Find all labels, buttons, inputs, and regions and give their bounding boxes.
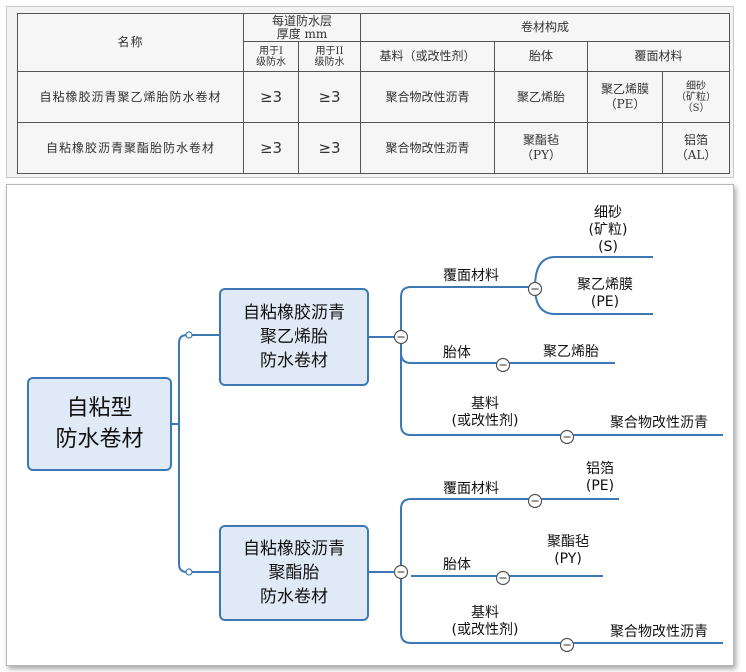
- row2-name: 自粘橡胶沥青聚酯胎防水卷材: [17, 122, 244, 174]
- leaf-pe-carrier[interactable]: 聚乙烯胎: [543, 344, 599, 360]
- row2-cover-a: [587, 122, 664, 174]
- collapse-icon[interactable]: [495, 357, 511, 373]
- collapse-icon[interactable]: [495, 570, 511, 586]
- branch-connector-dot: [185, 568, 193, 576]
- mindmap-connectors: [172, 256, 723, 653]
- mindmap-panel: 自粘型 防水卷材 自粘橡胶沥青 聚乙烯胎 防水卷材 自粘橡胶沥青 聚酯胎 防水卷…: [6, 184, 734, 666]
- row1-carrier: 聚乙烯胎: [494, 71, 589, 123]
- row1-cover-a: 聚乙烯膜 （PE）: [587, 71, 664, 123]
- row1-name: 自粘橡胶沥青聚乙烯胎防水卷材: [17, 71, 244, 123]
- table-row: 自粘橡胶沥青聚乙烯胎防水卷材 ≥3 ≥3 聚合物改性沥青 聚乙烯胎 聚乙烯膜 （…: [17, 71, 731, 123]
- topic-carrier[interactable]: 胎体: [443, 557, 471, 573]
- row1-grade2: ≥3: [297, 71, 362, 123]
- branch-node-polyethylene[interactable]: 自粘橡胶沥青 聚乙烯胎 防水卷材: [219, 288, 369, 386]
- topic-base[interactable]: 基料 (或改性剂): [451, 605, 519, 638]
- collapse-icon[interactable]: [559, 637, 575, 653]
- leaf-pe-film[interactable]: 聚乙烯膜 (PE): [577, 277, 633, 310]
- row2-base: 聚合物改性沥青: [360, 122, 496, 174]
- collapse-icon[interactable]: [559, 429, 575, 445]
- leaf-aluminum-foil[interactable]: 铝箔 (PE): [585, 461, 615, 494]
- row1-grade1: ≥3: [243, 71, 299, 123]
- row2-cover-b: 铝箔 （AL）: [662, 122, 731, 174]
- leaf-base-value[interactable]: 聚合物改性沥青: [610, 415, 708, 431]
- branch-node-polyester[interactable]: 自粘橡胶沥青 聚酯胎 防水卷材: [219, 525, 369, 621]
- spec-table: 名称 每道防水层 厚度 mm 卷材构成 用于I 级防水 用于II 级防水 基料（…: [17, 13, 731, 174]
- collapse-icon[interactable]: [393, 329, 409, 345]
- row2-carrier: 聚酯毡 （PY）: [494, 122, 589, 174]
- topic-cover-material[interactable]: 覆面材料: [443, 481, 499, 497]
- header-cover: 覆面材料: [587, 41, 731, 72]
- branch-connector-dot: [185, 331, 193, 339]
- row2-grade1: ≥3: [243, 122, 299, 174]
- header-use-grade-2: 用于II 级防水: [297, 41, 362, 72]
- header-use-grade-1: 用于I 级防水: [243, 41, 299, 72]
- leaf-py-carrier[interactable]: 聚酯毡 (PY): [547, 534, 589, 567]
- spec-table-panel: 名称 每道防水层 厚度 mm 卷材构成 用于I 级防水 用于II 级防水 基料（…: [6, 6, 734, 178]
- table-row: 自粘橡胶沥青聚酯胎防水卷材 ≥3 ≥3 聚合物改性沥青 聚酯毡 （PY） 铝箔 …: [17, 122, 731, 174]
- root-node[interactable]: 自粘型 防水卷材: [27, 377, 172, 471]
- header-carrier: 胎体: [494, 41, 589, 72]
- header-base: 基料（或改性剂）: [360, 41, 496, 72]
- header-thickness: 每道防水层 厚度 mm: [242, 13, 362, 42]
- collapse-icon[interactable]: [393, 564, 409, 580]
- row1-base: 聚合物改性沥青: [360, 71, 496, 123]
- collapse-icon[interactable]: [527, 493, 543, 509]
- row1-cover-b: 细砂 （矿粒） （S）: [662, 71, 731, 123]
- header-name: 名称: [17, 13, 244, 72]
- topic-cover-material[interactable]: 覆面材料: [443, 268, 499, 284]
- leaf-fine-sand[interactable]: 细砂 (矿粒) (S): [588, 205, 628, 255]
- header-composition: 卷材构成: [360, 13, 731, 42]
- collapse-icon[interactable]: [527, 281, 543, 297]
- topic-base[interactable]: 基料 (或改性剂): [451, 396, 519, 429]
- row2-grade2: ≥3: [297, 122, 362, 174]
- leaf-base-value[interactable]: 聚合物改性沥青: [610, 624, 708, 640]
- topic-carrier[interactable]: 胎体: [443, 345, 471, 361]
